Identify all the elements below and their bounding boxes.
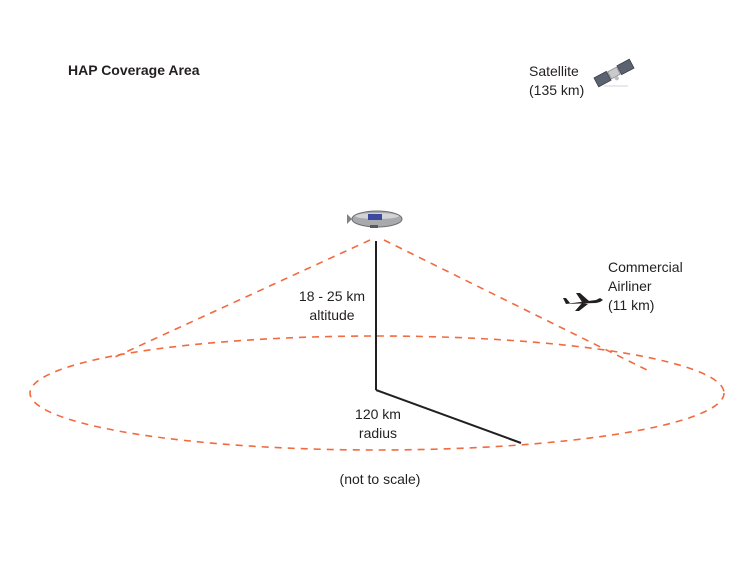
radius-label: 120 km radius bbox=[343, 405, 413, 443]
airliner-line1: Commercial bbox=[608, 259, 683, 275]
radius-word: radius bbox=[358, 425, 398, 441]
satellite-label: Satellite (135 km) bbox=[529, 62, 584, 100]
airplane-icon bbox=[563, 293, 603, 311]
diagram-title: HAP Coverage Area bbox=[68, 62, 200, 78]
coverage-cone-right bbox=[383, 239, 648, 371]
altitude-value: 18 - 25 km bbox=[298, 288, 366, 304]
satellite-altitude: (135 km) bbox=[529, 82, 585, 98]
airliner-label: Commercial Airliner (11 km) bbox=[608, 258, 683, 315]
scale-note: (not to scale) bbox=[339, 471, 421, 487]
satellite-name: Satellite bbox=[529, 63, 579, 79]
airliner-line2: Airliner bbox=[608, 278, 652, 294]
altitude-word: altitude bbox=[309, 307, 355, 323]
airship-icon bbox=[347, 210, 403, 228]
radius-line bbox=[375, 389, 522, 444]
radius-value: 120 km bbox=[355, 406, 401, 422]
altitude-label: 18 - 25 km altitude bbox=[292, 287, 372, 325]
satellite-icon bbox=[593, 58, 635, 88]
airliner-altitude: (11 km) bbox=[608, 297, 655, 313]
coverage-ellipse bbox=[29, 335, 725, 451]
